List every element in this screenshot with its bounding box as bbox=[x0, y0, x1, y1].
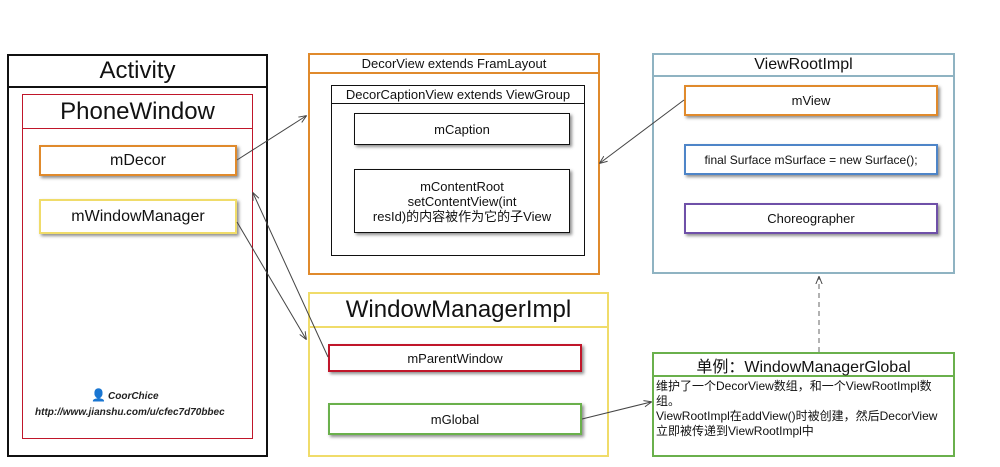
watermark-url: http://www.jianshu.com/u/cfec7d70bbec bbox=[35, 407, 225, 418]
arrow-mdecor-to-decorview bbox=[236, 116, 306, 161]
mcontentroot-field: mContentRoot setContentView(int resId)的内… bbox=[354, 169, 570, 233]
arrow-mparentwindow-to-phonewindow bbox=[253, 193, 329, 358]
viewrootimpl-title: ViewRootImpl bbox=[654, 55, 953, 77]
decorview-title: DecorView extends FramLayout bbox=[310, 55, 598, 74]
mcontentroot-line-2: setContentView(int bbox=[407, 193, 517, 209]
mcontentroot-line-3: resId)的内容被作为它的子View bbox=[372, 208, 552, 224]
mparentwindow-field: mParentWindow bbox=[328, 344, 582, 372]
person-icon: 👤 bbox=[91, 388, 106, 402]
mcontentroot-line-1: mContentRoot bbox=[420, 178, 504, 194]
windowmanagerimpl-title: WindowManagerImpl bbox=[310, 294, 607, 328]
windowmanagerglobal-description: 维护了一个DecorView数组，和一个ViewRootImpl数 组。 Vie… bbox=[656, 379, 951, 439]
watermark: 👤 CoorChice http://www.jianshu.com/u/cfe… bbox=[34, 388, 254, 426]
windowmanagerglobal-box: 单例：WindowManagerGlobal 维护了一个DecorView数组，… bbox=[652, 352, 955, 457]
mcaption-field: mCaption bbox=[354, 113, 570, 145]
choreographer-field: Choreographer bbox=[684, 203, 938, 234]
decorcaptionview-title: DecorCaptionView extends ViewGroup bbox=[332, 86, 584, 104]
arrow-mglobal-to-windowmanagerglobal bbox=[581, 402, 651, 420]
description-line-1: 维护了一个DecorView数组，和一个ViewRootImpl数 bbox=[656, 379, 932, 393]
arrow-mwindowmanager-to-windowmanagerimpl bbox=[236, 221, 306, 339]
activity-title: Activity bbox=[9, 56, 266, 88]
watermark-author: CoorChice bbox=[108, 391, 159, 402]
windowmanagerglobal-title: 单例：WindowManagerGlobal bbox=[654, 354, 953, 377]
arrow-mview-to-decorview bbox=[600, 99, 685, 163]
mdecor-field: mDecor bbox=[39, 145, 237, 176]
description-line-4: 立即被传递到ViewRootImpl中 bbox=[656, 424, 814, 438]
description-line-2: 组。 bbox=[656, 394, 681, 408]
mglobal-field: mGlobal bbox=[328, 403, 582, 435]
mwindowmanager-field: mWindowManager bbox=[39, 199, 237, 234]
msurface-field: final Surface mSurface = new Surface(); bbox=[684, 144, 938, 175]
phone-window-title: PhoneWindow bbox=[23, 95, 252, 129]
description-line-3: ViewRootImpl在addView()时被创建，然后DecorView bbox=[656, 409, 938, 423]
mview-field: mView bbox=[684, 85, 938, 116]
